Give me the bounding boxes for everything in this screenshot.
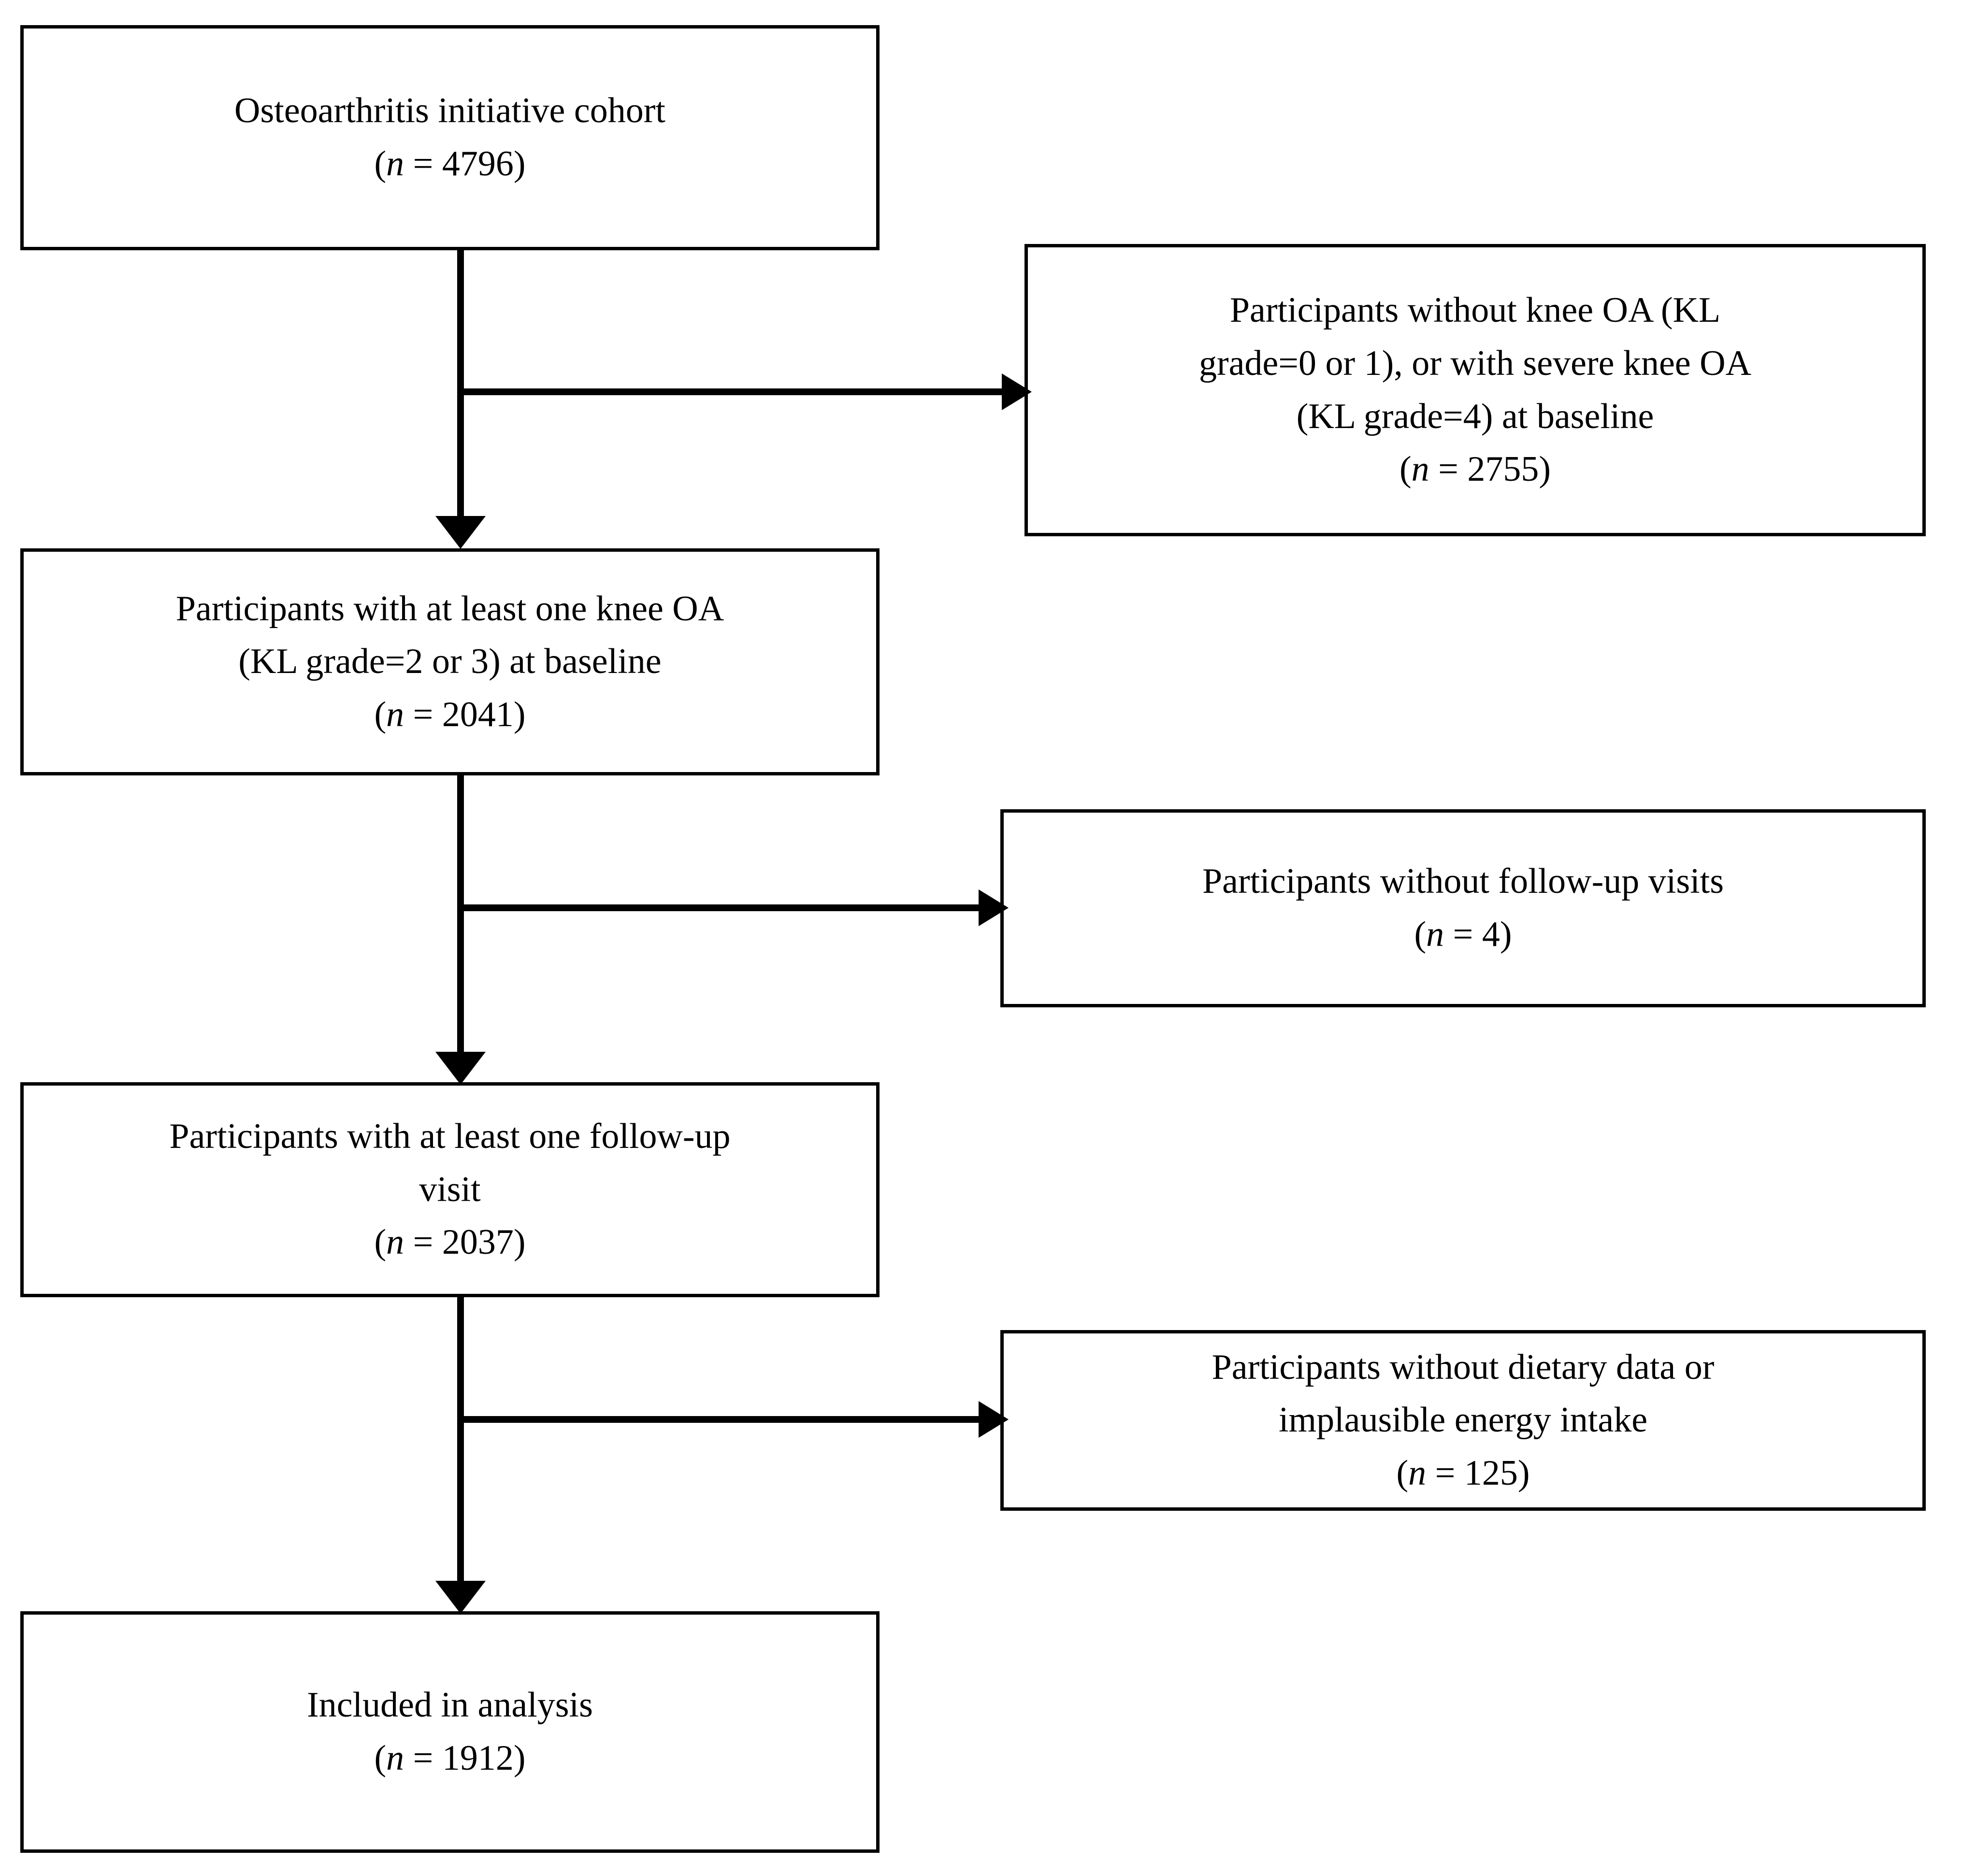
connector-line-to-exclusion-kl [461, 388, 1002, 395]
node-label-line: grade=0 or 1), or with severe knee OA [1198, 343, 1752, 383]
arrow-right-icon [1002, 373, 1032, 410]
arrow-down-icon [435, 1052, 486, 1085]
connector-line-cohort-to-knee-oa [457, 250, 464, 521]
node-count: (n = 4) [1414, 915, 1512, 954]
connector-line-followup-to-included [457, 1297, 464, 1586]
connector-line-to-exclusion-diet [461, 1416, 979, 1423]
node-exclusion-without-knee-oa-or-severe: Participants without knee OA (KL grade=0… [1024, 244, 1926, 536]
node-count: (n = 2037) [374, 1222, 526, 1262]
connector-line-to-exclusion-nofu [461, 904, 979, 911]
node-count: (n = 4796) [374, 144, 526, 184]
arrow-right-icon [979, 1401, 1009, 1438]
node-participants-with-followup-visit: Participants with at least one follow-up… [20, 1082, 880, 1297]
node-label-line: visit [419, 1169, 481, 1209]
node-label-line: Included in analysis [307, 1685, 593, 1725]
connector-line-knee-oa-to-followup [457, 775, 464, 1057]
node-label-line: (KL grade=4) at baseline [1296, 396, 1654, 436]
node-included-in-analysis: Included in analysis (n = 1912) [20, 1611, 880, 1853]
node-label-line: implausible energy intake [1278, 1400, 1648, 1440]
arrow-right-icon [979, 889, 1009, 926]
node-count: (n = 125) [1396, 1453, 1530, 1493]
node-label-line: Participants with at least one follow-up [169, 1117, 731, 1157]
node-label-line: (KL grade=2 or 3) at baseline [238, 642, 662, 682]
arrow-down-icon [435, 516, 486, 549]
node-count: (n = 2041) [374, 694, 526, 734]
node-participants-with-knee-oa: Participants with at least one knee OA (… [20, 548, 880, 775]
node-label-line: Participants without dietary data or [1212, 1347, 1715, 1387]
node-count: (n = 1912) [374, 1738, 526, 1778]
node-label-line: Participants without follow-up visits [1202, 861, 1724, 902]
node-exclusion-without-followup-visits: Participants without follow-up visits (n… [1000, 809, 1926, 1007]
node-label-line: Participants with at least one knee OA [175, 588, 724, 629]
node-label-line: Osteoarthritis initiative cohort [234, 91, 665, 131]
node-label-line: Participants without knee OA (KL [1229, 290, 1721, 330]
arrow-down-icon [435, 1581, 486, 1614]
node-exclusion-without-dietary-data: Participants without dietary data or imp… [1000, 1330, 1926, 1511]
node-osteoarthritis-initiative-cohort: Osteoarthritis initiative cohort (n = 47… [20, 25, 880, 250]
node-count: (n = 2755) [1399, 449, 1551, 489]
